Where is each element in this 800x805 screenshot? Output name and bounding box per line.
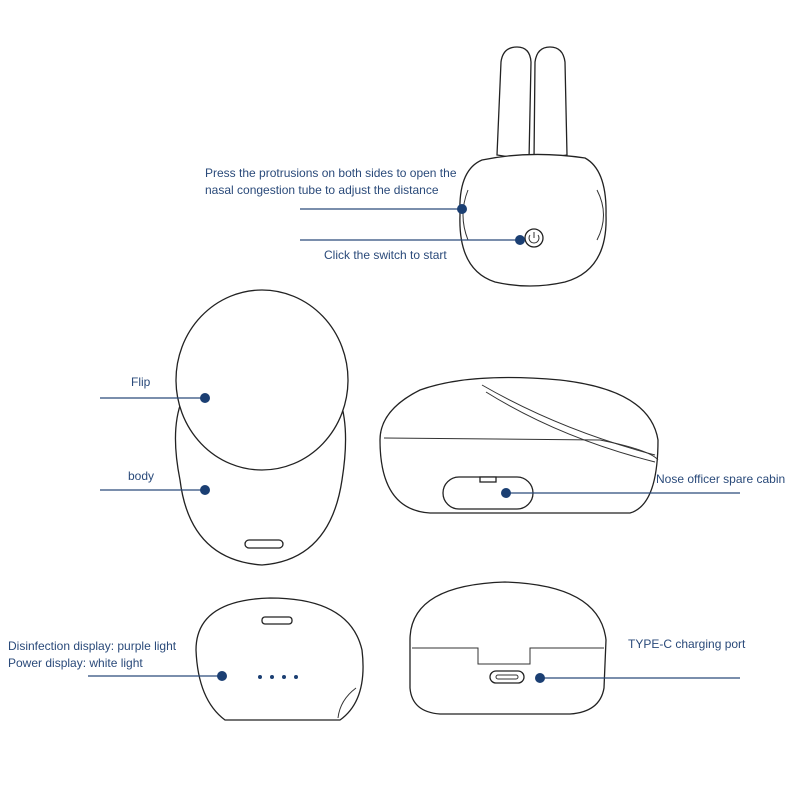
case-side-lid-line: [383, 437, 659, 461]
indicator-light-4: [294, 675, 298, 679]
case-port-body: [409, 581, 607, 715]
left-prong: [496, 46, 532, 161]
spare-cabin-notch: [479, 476, 497, 483]
case-side-lid-top-inner: [485, 391, 656, 463]
power-icon: [528, 232, 540, 244]
callout-body: body: [128, 469, 155, 483]
callout-disinfection: Disinfection display: purple light: [8, 639, 177, 653]
case-port-view: [409, 581, 607, 715]
dot-switch: [515, 235, 525, 245]
callout-protrusions-line2: nasal congestion tube to adjust the dist…: [205, 183, 439, 197]
typec-port-inner: [495, 674, 519, 680]
dot-indicator: [217, 671, 227, 681]
case-bottom-connector: [244, 539, 284, 549]
right-protrusion: [596, 189, 604, 241]
left-protrusion: [462, 189, 469, 241]
callout-protrusions-line1: Press the protrusions on both sides to o…: [205, 166, 457, 180]
dot-typec: [535, 673, 545, 683]
case-flip-lid: [175, 289, 349, 471]
nasal-device: [459, 46, 607, 287]
indicator-light-1: [258, 675, 262, 679]
indicator-light-3: [282, 675, 286, 679]
callout-switch: Click the switch to start: [324, 248, 447, 262]
case-port-seam: [412, 647, 604, 665]
typec-port: [489, 670, 525, 684]
case-indicator-connector: [261, 616, 293, 625]
callout-typec: TYPE-C charging port: [628, 637, 746, 651]
case-side-view: [379, 376, 659, 514]
dot-protrusions: [457, 204, 467, 214]
dot-flip: [200, 393, 210, 403]
dot-spare-cabin: [501, 488, 511, 498]
case-indicator-edge: [337, 687, 357, 719]
case-indicator-view: [195, 597, 364, 721]
nasal-device-body: [459, 153, 607, 287]
case-side-body: [379, 376, 659, 514]
right-prong: [533, 46, 568, 161]
indicator-light-2: [270, 675, 274, 679]
case-front-view: [174, 289, 349, 566]
callout-power: Power display: white light: [8, 656, 143, 670]
callout-spare-cabin: Nose officer spare cabin: [656, 472, 786, 486]
dot-body: [200, 485, 210, 495]
callout-flip: Flip: [131, 375, 151, 389]
case-indicator-body: [195, 597, 364, 721]
case-side-lid-top: [481, 384, 656, 456]
